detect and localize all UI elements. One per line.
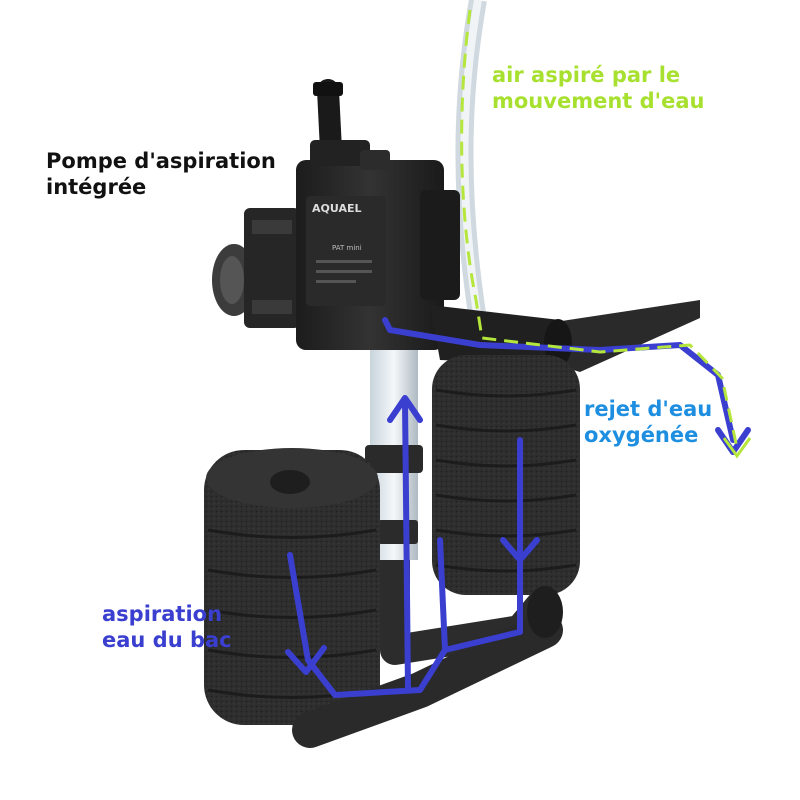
pump-brand-name: AQUAEL — [312, 202, 362, 215]
rejet-label-line1: rejet d'eau — [584, 397, 713, 421]
water-arrow-heads — [285, 395, 751, 675]
air-label: air aspiré par le mouvement d'eau — [492, 62, 704, 115]
air-tube — [455, 0, 487, 322]
air-arrow-head — [722, 437, 752, 459]
aspiration-label-line2: eau du bac — [102, 628, 232, 653]
aspiration-label: aspiration eau du bac — [102, 601, 232, 654]
pump-bracket — [244, 208, 300, 328]
air-label-line1: air aspiré par le — [492, 63, 681, 87]
aspiration-label-line1: aspiration — [102, 602, 223, 626]
pump-label: Pompe d'aspiration intégrée — [46, 148, 276, 201]
pump-label-line1: Pompe d'aspiration — [46, 149, 276, 173]
rejet-label-line2: oxygénée — [584, 423, 699, 448]
left-sponge — [204, 448, 380, 725]
water-flow-path — [287, 317, 736, 698]
pump-model: PAT mini — [332, 244, 362, 252]
right-sponge — [432, 355, 580, 595]
air-label-line2: mouvement d'eau — [492, 89, 705, 114]
pump-label-line2: intégrée — [46, 175, 147, 200]
rejet-label: rejet d'eau oxygénée — [584, 396, 712, 449]
air-flow-path — [460, 9, 739, 449]
pump-body: AQUAEL PAT mini — [296, 140, 460, 350]
